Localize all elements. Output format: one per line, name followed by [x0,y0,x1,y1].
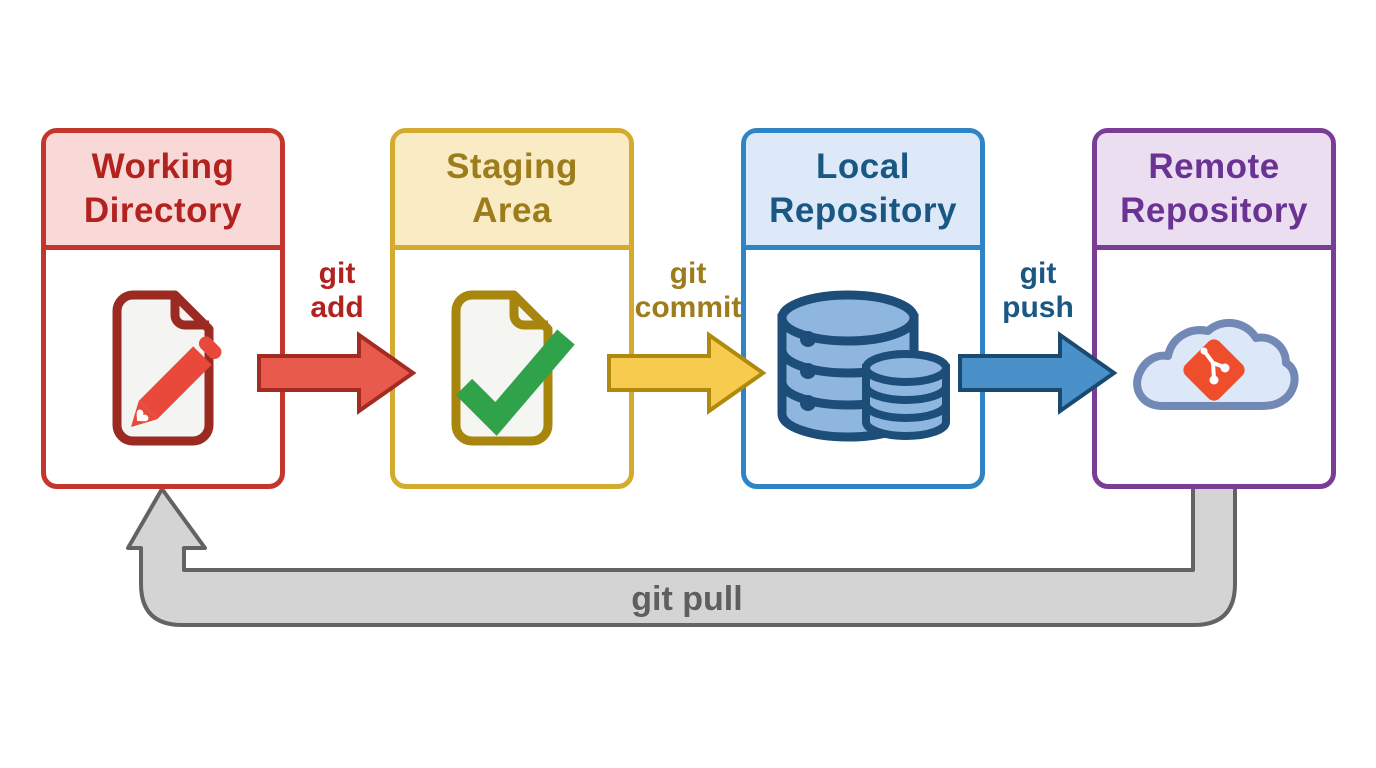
database-icon [777,290,950,442]
git-cloud-icon [1133,319,1299,410]
git-add-label: git add [237,257,437,325]
git-push-label: git push [938,257,1138,325]
git-push-arrow-shape [958,331,1118,415]
local-repository-title-line2: Repository [769,191,957,230]
working-directory-title-line2: Directory [83,191,243,230]
staging-area-box: Staging Area [390,128,634,489]
git-push-arrow [958,331,1118,415]
local-repository-box: Local Repository [741,128,985,489]
local-repository-header: Local Repository [746,133,980,250]
local-repository-body [746,250,980,484]
staging-area-title-line1: Staging [446,147,578,186]
git-commit-label: git commit [588,257,788,325]
git-add-label-line2: add [310,291,364,324]
staging-area-title-line2: Area [472,191,552,230]
check-glyph [455,329,575,436]
document-check-icon [451,290,575,446]
local-repository-title-line1: Local [816,147,910,186]
git-commit-arrow [607,331,767,415]
remote-repository-title-line1: Remote [1148,147,1280,186]
git-logo [1183,339,1245,401]
git-pull-label: git pull [631,580,743,618]
git-add-label-line1: git [318,257,356,290]
working-directory-body [46,250,280,484]
working-directory-header: Working Directory [46,133,280,250]
remote-repository-box: Remote Repository [1092,128,1336,489]
staging-area-body [395,250,629,484]
working-directory-box: Working Directory [41,128,285,489]
staging-area-header: Staging Area [395,133,629,250]
remote-repository-title-line2: Repository [1120,191,1308,230]
remote-repository-body [1097,250,1331,484]
git-add-arrow [257,331,417,415]
git-commit-arrow-shape [607,331,767,415]
remote-repository-header: Remote Repository [1097,133,1331,250]
pencil-glyph [131,336,222,427]
document-pencil-icon [112,290,222,446]
working-directory-title-line1: Working [91,147,235,186]
small-cylinder [862,350,950,440]
git-push-label-line1: git [1019,257,1057,290]
git-commit-label-line1: git [669,257,707,290]
git-add-arrow-shape [257,331,417,415]
git-push-label-line2: push [1002,291,1074,324]
git-commit-label-line2: commit [634,291,742,324]
